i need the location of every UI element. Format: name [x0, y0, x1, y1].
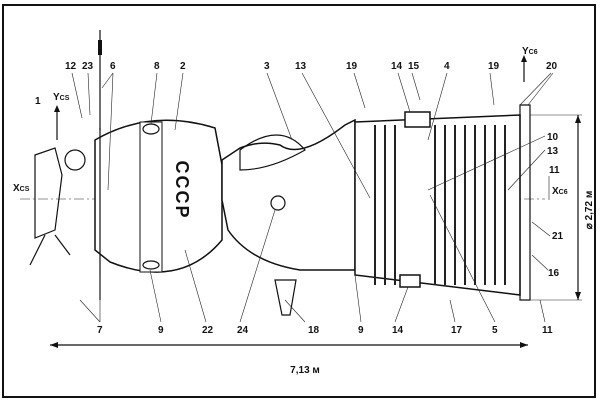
callout: 20	[546, 61, 558, 72]
callout: 18	[308, 325, 320, 336]
callout: 15	[408, 61, 420, 72]
callout: 9	[158, 325, 164, 336]
callouts-right: 10 13 11 21 16	[427, 132, 564, 279]
callout: 21	[552, 231, 564, 242]
axis-x-cs: XCS	[13, 183, 30, 194]
callout: 24	[237, 325, 249, 336]
callout: 7	[97, 325, 103, 336]
callout: 1	[35, 96, 41, 107]
callout: 8	[154, 61, 160, 72]
callout: 19	[346, 61, 358, 72]
axis-y-cs: YCS	[53, 92, 70, 103]
callout: 14	[392, 325, 404, 336]
length-label: 7,13 м	[290, 365, 320, 376]
axis-y-c6: YC6	[522, 46, 538, 57]
callout: 2	[180, 61, 186, 72]
diameter-label: ⌀ 2,72 м	[584, 191, 595, 229]
callout: 14	[391, 61, 403, 72]
callout: 16	[548, 268, 560, 279]
docking-assembly	[29, 30, 102, 266]
service-module	[354, 104, 531, 301]
callout: 17	[451, 325, 463, 336]
callout: 19	[488, 61, 500, 72]
callout: 5	[492, 325, 498, 336]
callout: 13	[295, 61, 307, 72]
callout: 9	[358, 325, 364, 336]
callout: 22	[202, 325, 214, 336]
hull-marking: СССР	[172, 160, 192, 219]
callout: 12	[65, 61, 77, 72]
callouts-bottom: 7 9 22 24 18 9 14 17 5 11	[79, 194, 553, 336]
axis-x-c6: XC6	[552, 186, 568, 197]
orbital-module	[94, 119, 223, 300]
callout: 11	[549, 165, 560, 176]
descent-module	[221, 118, 356, 316]
frame-border	[2, 4, 596, 398]
callout: 10	[547, 132, 559, 143]
callout: 3	[264, 61, 270, 72]
callout: 11	[542, 325, 553, 336]
callout: 6	[110, 61, 116, 72]
callout: 13	[547, 146, 559, 157]
callouts-top: 12 23 6 8 2 3 13 19 14 15 4 19 20 1	[35, 61, 558, 199]
callout: 4	[444, 61, 450, 72]
callout: 23	[82, 61, 94, 72]
